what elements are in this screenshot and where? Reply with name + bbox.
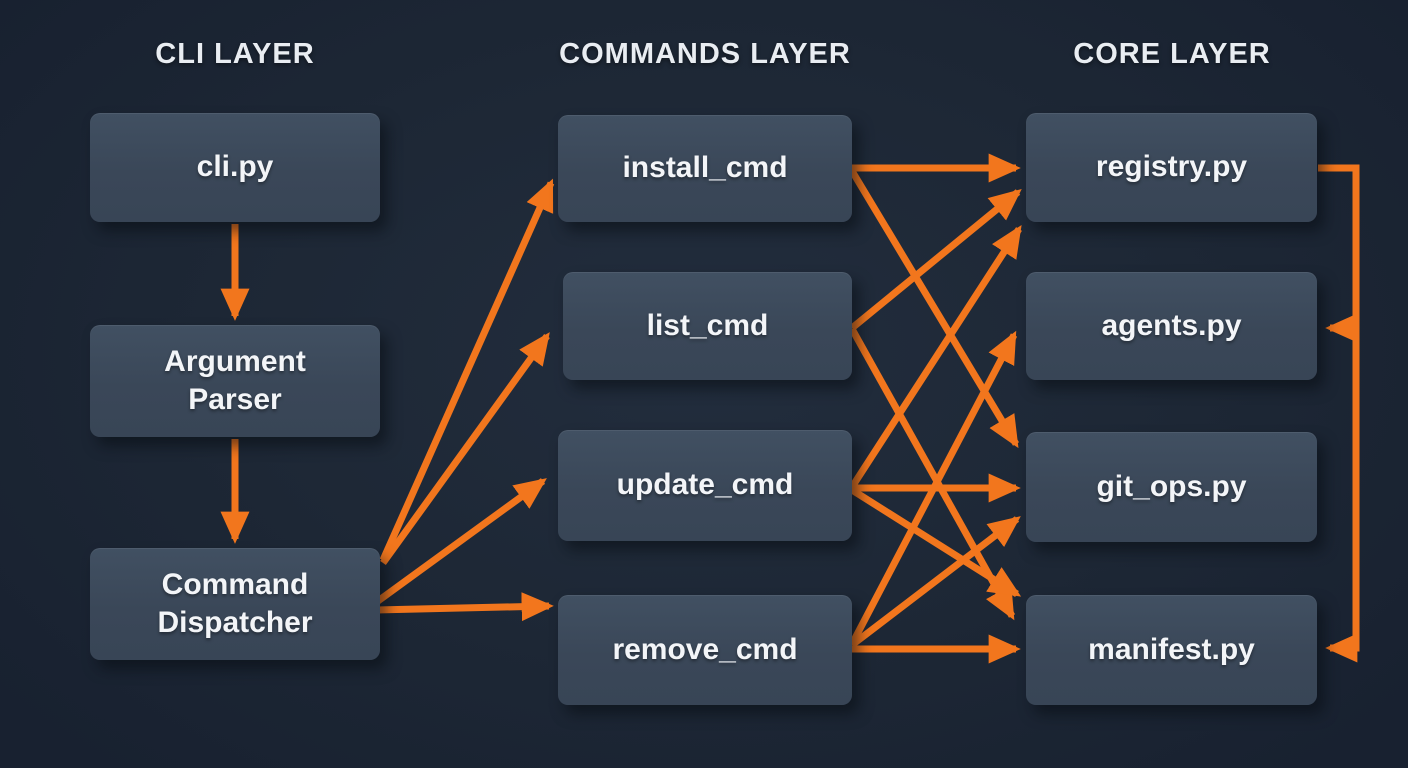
node-argument-parser: Argument Parser bbox=[90, 325, 380, 437]
edge-update-cmd-to-manifest-py bbox=[850, 487, 1022, 597]
edge-command-dispatcher-to-list-cmd bbox=[380, 332, 550, 566]
layer-header-cli: CLI LAYER bbox=[155, 38, 315, 70]
node-command-dispatcher: Command Dispatcher bbox=[90, 548, 380, 660]
node-cli-py: cli.py bbox=[90, 113, 380, 222]
node-install-cmd: install_cmd bbox=[558, 115, 852, 222]
edge-registry-py-to-manifest-py bbox=[1318, 164, 1360, 663]
edge-command-dispatcher-to-remove-cmd bbox=[377, 592, 554, 622]
node-manifest-py: manifest.py bbox=[1026, 595, 1317, 705]
edge-update-cmd-to-registry-py bbox=[849, 224, 1022, 489]
node-agents-py: agents.py bbox=[1026, 272, 1317, 380]
edge-registry-py-to-agents-py bbox=[1318, 164, 1360, 343]
edge-list-cmd-to-manifest-py bbox=[848, 327, 1016, 621]
edge-command-dispatcher-to-install-cmd bbox=[379, 178, 555, 562]
layer-header-commands: COMMANDS LAYER bbox=[559, 38, 851, 70]
node-registry-py: registry.py bbox=[1026, 113, 1317, 222]
edge-remove-cmd-to-agents-py bbox=[848, 330, 1018, 646]
edge-remove-cmd-to-git-ops-py bbox=[849, 516, 1021, 648]
node-list-cmd: list_cmd bbox=[563, 272, 852, 380]
edge-list-cmd-to-registry-py bbox=[849, 188, 1022, 331]
node-update-cmd: update_cmd bbox=[558, 430, 852, 541]
edge-command-dispatcher-to-update-cmd bbox=[375, 478, 547, 604]
node-git-ops-py: git_ops.py bbox=[1026, 432, 1317, 542]
node-remove-cmd: remove_cmd bbox=[558, 595, 852, 705]
layer-header-core: CORE LAYER bbox=[1073, 38, 1271, 70]
edge-install-cmd-to-git-ops-py bbox=[848, 169, 1020, 449]
